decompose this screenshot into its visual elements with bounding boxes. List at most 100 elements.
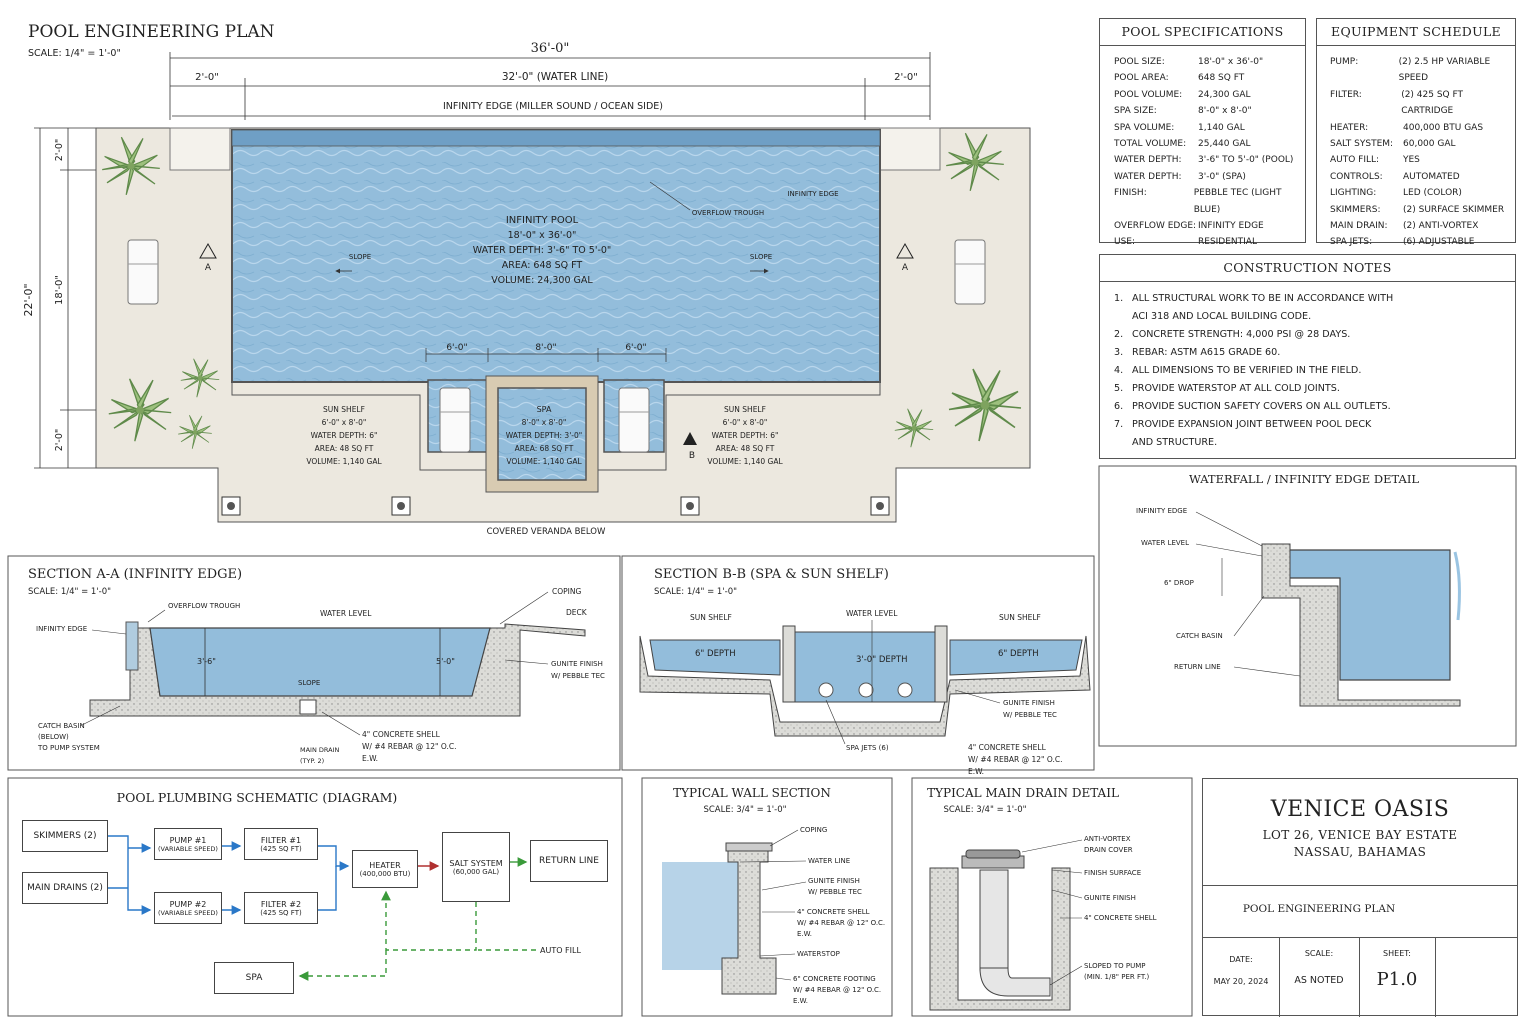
row-value: 8'-0" x 8'-0" (1198, 106, 1252, 117)
slope-right: SLOPE (750, 253, 772, 261)
row-key: SPA JETS: (1330, 237, 1373, 248)
filter-1-box: FILTER #1(425 SQ FT) (244, 828, 318, 860)
waterfall-title: WATERFALL / INFINITY EDGE DETAIL (1189, 472, 1419, 486)
svg-text:W/ PEBBLE TEC: W/ PEBBLE TEC (1003, 711, 1057, 719)
row-key: FINISH: (1114, 188, 1147, 199)
date-value: MAY 20, 2024 (1213, 977, 1269, 986)
svg-text:SUN SHELF: SUN SHELF (323, 405, 365, 414)
svg-text:B: B (689, 451, 695, 461)
row-key: 5. (1114, 383, 1124, 394)
svg-text:SLOPE: SLOPE (298, 679, 320, 687)
spec-row: POOL AREA:648 SQ FT (1114, 70, 1305, 86)
svg-text:6" DEPTH: 6" DEPTH (695, 649, 736, 659)
plan-scale: SCALE: 1/4" = 1'-0" (28, 48, 121, 59)
row-key: SPA SIZE: (1114, 106, 1157, 117)
plumbing-schematic: POOL PLUMBING SCHEMATIC (DIAGRAM) AUTO F… (108, 790, 581, 981)
spec-row: POOL SIZE:18'-0" x 36'-0" (1114, 54, 1305, 70)
svg-text:VOLUME: 24,300 GAL: VOLUME: 24,300 GAL (491, 275, 593, 286)
spa-box: SPA (214, 962, 294, 994)
svg-text:MAIN DRAIN: MAIN DRAIN (300, 746, 340, 754)
row-key: FILTER: (1330, 89, 1362, 100)
svg-text:W/ PEBBLE TEC: W/ PEBBLE TEC (551, 672, 605, 680)
row-key: SPA VOLUME: (1114, 122, 1175, 133)
svg-text:A: A (902, 263, 909, 273)
svg-text:COPING: COPING (800, 826, 827, 834)
section-a-marker-right (896, 242, 914, 259)
svg-text:WATER DEPTH: 6": WATER DEPTH: 6" (712, 431, 779, 440)
svg-text:E.W.: E.W. (793, 997, 808, 1005)
svg-text:WATER DEPTH: 3'-6" TO 5'-0": WATER DEPTH: 3'-6" TO 5'-0" (473, 245, 612, 256)
svg-text:5'-0": 5'-0" (436, 657, 455, 666)
row-value: CONCRETE STRENGTH: 4,000 PSI @ 28 DAYS. (1132, 329, 1351, 340)
svg-text:OVERFLOW TROUGH: OVERFLOW TROUGH (168, 602, 240, 610)
salt-system-box: SALT SYSTEM(60,000 GAL) (442, 832, 510, 902)
section-a-scale: SCALE: 1/4" = 1'-0" (28, 587, 111, 597)
note-item: AND STRUCTURE. (1114, 434, 1515, 452)
section-b-scale: SCALE: 1/4" = 1'-0" (654, 587, 737, 597)
svg-text:CATCH BASIN: CATCH BASIN (1176, 632, 1223, 640)
svg-text:SPA JETS (6): SPA JETS (6) (846, 744, 889, 752)
svg-text:4" CONCRETE SHELL: 4" CONCRETE SHELL (797, 908, 870, 916)
row-value: ALL DIMENSIONS TO BE VERIFIED IN THE FIE… (1132, 365, 1362, 376)
svg-text:AREA: 48 SQ FT: AREA: 48 SQ FT (716, 444, 775, 453)
svg-text:WATER LEVEL: WATER LEVEL (1141, 539, 1189, 547)
row-value: AUTOMATED (1403, 171, 1460, 182)
row-key: TOTAL VOLUME: (1114, 139, 1187, 150)
spec-row: SPA SIZE: 8'-0" x 8'-0" (1114, 103, 1305, 119)
svg-text:AREA: 68 SQ FT: AREA: 68 SQ FT (515, 444, 574, 453)
spec-row: LIGHTING:LED (COLOR) (1330, 185, 1515, 201)
auto-fill-label: AUTO FILL (540, 946, 581, 955)
spa-info: SPA 8'-0" x 8'-0" WATER DEPTH: 3'-0" ARE… (506, 405, 583, 466)
drain-scale: SCALE: 3/4" = 1'-0" (943, 805, 1026, 815)
note-item: 2.CONCRETE STRENGTH: 4,000 PSI @ 28 DAYS… (1114, 326, 1515, 344)
row-value: 1,140 GAL (1198, 122, 1245, 133)
row-value: 24,300 GAL (1198, 89, 1251, 100)
specs-rows: POOL SIZE:18'-0" x 36'-0"POOL AREA:648 S… (1100, 46, 1305, 251)
section-a-marker-left (199, 242, 217, 259)
scale-label: SCALE: (1304, 949, 1334, 958)
svg-text:WATER LINE: WATER LINE (808, 857, 850, 865)
section-a-title: SECTION A-A (INFINITY EDGE) (28, 567, 242, 582)
svg-text:GUNITE FINISH: GUNITE FINISH (1084, 894, 1136, 902)
dim-v-top: 2'-0" (54, 139, 65, 162)
row-value: 60,000 GAL (1403, 139, 1456, 150)
spec-row: TOTAL VOLUME:25,440 GAL (1114, 136, 1305, 152)
infinity-pool (231, 129, 881, 383)
spec-row: HEATER:400,000 BTU GAS (1330, 120, 1515, 136)
svg-text:3'-0" DEPTH: 3'-0" DEPTH (856, 655, 907, 665)
row-key (1114, 308, 1132, 326)
svg-text:A: A (205, 263, 212, 273)
svg-text:VOLUME: 1,140 GAL: VOLUME: 1,140 GAL (506, 457, 582, 466)
row-value: RESIDENTIAL (1198, 237, 1257, 248)
spec-row: FILTER:(2) 425 SQ FT CARTRIDGE (1330, 87, 1515, 120)
plan-title: POOL ENGINEERING PLAN (28, 22, 275, 42)
heater-box: HEATER(400,000 BTU) (352, 850, 418, 888)
spec-row: WATER DEPTH:3'-6" TO 5'-0" (POOL) (1114, 152, 1305, 168)
filter-2-box: FILTER #2(425 SQ FT) (244, 892, 318, 924)
dim-overall: 36'-0" (531, 41, 570, 56)
note-item: 6.PROVIDE SUCTION SAFETY COVERS ON ALL O… (1114, 398, 1515, 416)
pool-info: INFINITY POOL 18'-0" x 36'-0" WATER DEPT… (473, 215, 612, 286)
svg-text:W/ PEBBLE TEC: W/ PEBBLE TEC (808, 888, 862, 896)
spec-row: WATER DEPTH:3'-0" (SPA) (1114, 169, 1305, 185)
sheet-label: SHEET: (1383, 949, 1411, 958)
spec-row: SPA JETS:(6) ADJUSTABLE (1330, 234, 1515, 250)
row-value: INFINITY EDGE (1198, 221, 1264, 232)
pool-plan: POOL ENGINEERING PLAN SCALE: 1/4" = 1'-0… (22, 22, 1031, 537)
note-item: 3.REBAR: ASTM A615 GRADE 60. (1114, 344, 1515, 362)
spec-row: SPA VOLUME: 1,140 GAL (1114, 120, 1305, 136)
spec-row: AUTO FILL:YES (1330, 152, 1515, 168)
note-item: 7.PROVIDE EXPANSION JOINT BETWEEN POOL D… (1114, 416, 1515, 434)
spa-dim-mid: 8'-0" (535, 343, 556, 353)
svg-text:WATERSTOP: WATERSTOP (797, 950, 840, 958)
row-value: YES (1403, 155, 1420, 166)
section-b-b: SECTION B-B (SPA & SUN SHELF) SCALE: 1/4… (639, 567, 1091, 776)
notes-list: 1.ALL STRUCTURAL WORK TO BE IN ACCORDANC… (1100, 282, 1515, 452)
spa (497, 387, 587, 481)
svg-text:SLOPED TO PUMP: SLOPED TO PUMP (1084, 962, 1145, 970)
svg-text:E.W.: E.W. (362, 754, 378, 763)
row-key: 6. (1114, 401, 1124, 412)
svg-text:GUNITE FINISH: GUNITE FINISH (1003, 699, 1055, 707)
veranda-label: COVERED VERANDA BELOW (487, 527, 606, 537)
